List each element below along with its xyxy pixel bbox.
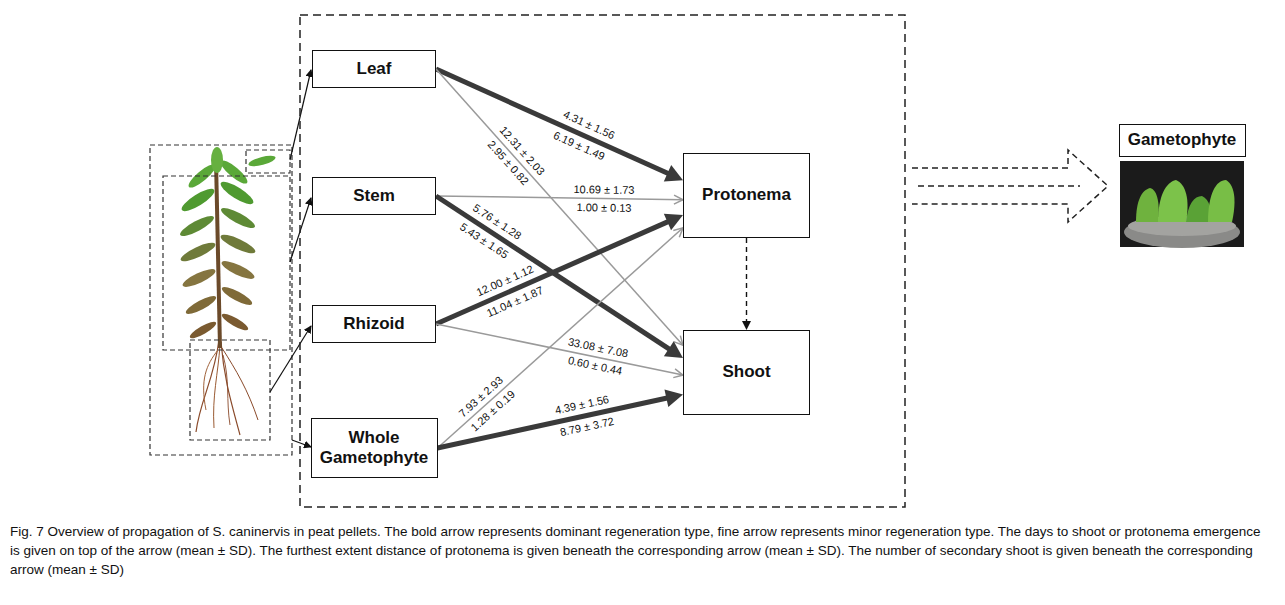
photo-ground [1120,161,1244,247]
node-text: Rhizoid [343,314,404,334]
pointer-line [270,326,311,392]
moss-tuft [1158,180,1188,222]
whole-bracket [150,145,292,455]
moss-stem [216,160,220,348]
moss-leaf [178,213,216,240]
arrow-head [664,389,683,407]
gametophyte-photo [1120,161,1244,248]
hollow-arrow-outline [912,150,1108,222]
node-text: Whole Gametophyte [318,428,431,469]
connector-line [436,196,683,200]
stem-bracket [163,176,290,350]
connector [436,69,683,345]
node-text: Leaf [357,59,392,79]
rhizoid [214,345,220,428]
pointer-line [292,440,311,447]
connector [436,69,683,181]
group-frame [300,15,905,507]
moss-tuft [1186,196,1211,222]
connector-line [438,228,684,448]
connector [436,214,683,324]
hollow-arrow-core [918,185,1080,187]
process-box: Protonema [683,153,810,238]
edge-label: 10.69 ± 1.73 [571,183,636,197]
connector [742,238,751,330]
node-text: Gametophyte [1128,130,1237,150]
moss-leaf [219,205,257,232]
moss-plant [178,147,277,435]
connector [436,196,683,358]
process-box: Stem [312,177,436,215]
node-text: Protonema [702,185,791,205]
connector-line [436,324,683,375]
process-box: Shoot [683,330,810,415]
moss-tuft [1208,180,1234,222]
part-brackets [150,145,292,455]
rhizoid [196,340,219,432]
process-box: Gametophyte [1119,124,1246,157]
rhizoid [204,350,218,410]
process-box: Leaf [312,50,436,88]
rhizoid [223,355,230,425]
node-text: Stem [353,186,395,206]
moss-leaf [220,258,257,282]
arrow-head [664,341,683,358]
arrow-head [673,228,683,237]
arrow-head [742,321,751,330]
moss-leaf [211,147,223,173]
moss-leaf [188,319,218,341]
hollow-arrow [912,150,1108,222]
connector-line [436,196,670,350]
connector-line [746,238,747,323]
moss-leaf [179,239,218,264]
connector-line [436,69,683,345]
moss-leaf [184,293,218,317]
arrow-head [674,195,683,204]
connector [436,324,683,378]
edge-sublabel: 1.00 ± 0.13 [574,201,633,215]
moss-leaf [179,185,217,214]
moss-leaf [181,266,218,290]
figure-caption: Fig. 7 Overview of propagation of S. can… [10,522,1272,579]
arrow-head [664,165,683,181]
process-box: Whole Gametophyte [311,418,438,478]
moss-leaf [218,178,256,207]
node-text: Shoot [722,362,770,382]
rhizoid-bracket [190,340,270,440]
connector-line [436,69,669,174]
connector [438,228,684,448]
moss-tuft [1136,188,1159,222]
rhizoid [221,342,240,435]
process-box: Rhizoid [312,305,436,343]
moss-leaf [220,311,250,333]
arrow-head [673,369,683,378]
leaf-bracket [246,150,290,173]
moss-leaf [219,231,258,256]
moss-leaf [220,284,254,308]
part-pointers [270,70,311,447]
moss-leaf [247,154,276,169]
arrow-head [664,214,683,230]
